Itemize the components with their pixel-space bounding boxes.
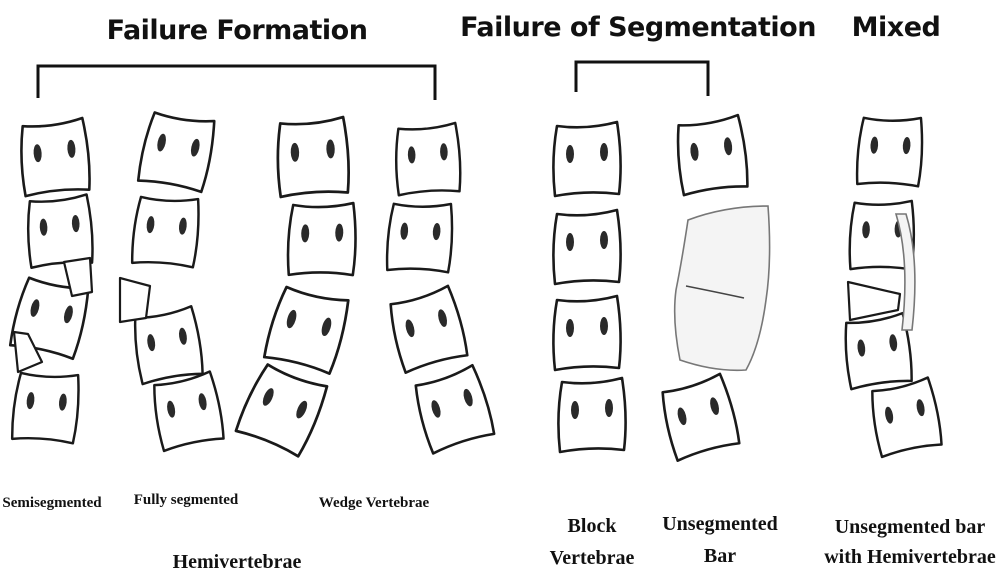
heading-failure-formation: Failure Formation	[107, 15, 368, 46]
spine-semisegmented	[9, 118, 94, 446]
spine-fully-segmented	[120, 108, 225, 451]
label-block-line1: Block	[568, 515, 618, 537]
label-hemivertebrae: Hemivertebrae	[173, 551, 302, 573]
spine-wedge-right	[386, 123, 496, 454]
bracket-failure-segmentation	[576, 62, 708, 96]
label-mixed-line1: Unsegmented bar	[835, 516, 986, 538]
label-mixed-line2: with Hemivertebrae	[824, 546, 996, 568]
unsegmented-bar	[675, 206, 770, 370]
spine-mixed	[842, 114, 943, 457]
hemivertebra-fragment	[120, 278, 150, 322]
label-unsegmented-line2: Bar	[704, 545, 736, 567]
spine-wedge-left	[234, 117, 357, 459]
spine-block-vertebrae	[553, 122, 625, 452]
heading-mixed: Mixed	[852, 12, 941, 43]
heading-failure-segmentation: Failure of Segmentation	[460, 12, 816, 43]
label-fully-segmented: Fully segmented	[134, 492, 239, 508]
spine-unsegmented-bar	[658, 115, 769, 461]
hemivertebra-fragment	[848, 282, 900, 320]
label-unsegmented-line1: Unsegmented	[662, 513, 778, 535]
bracket-failure-formation	[38, 66, 435, 100]
label-wedge-vertebrae: Wedge Vertebrae	[319, 495, 430, 511]
label-block-line2: Vertebrae	[550, 547, 635, 569]
label-semisegmented: Semisegmented	[2, 495, 102, 511]
